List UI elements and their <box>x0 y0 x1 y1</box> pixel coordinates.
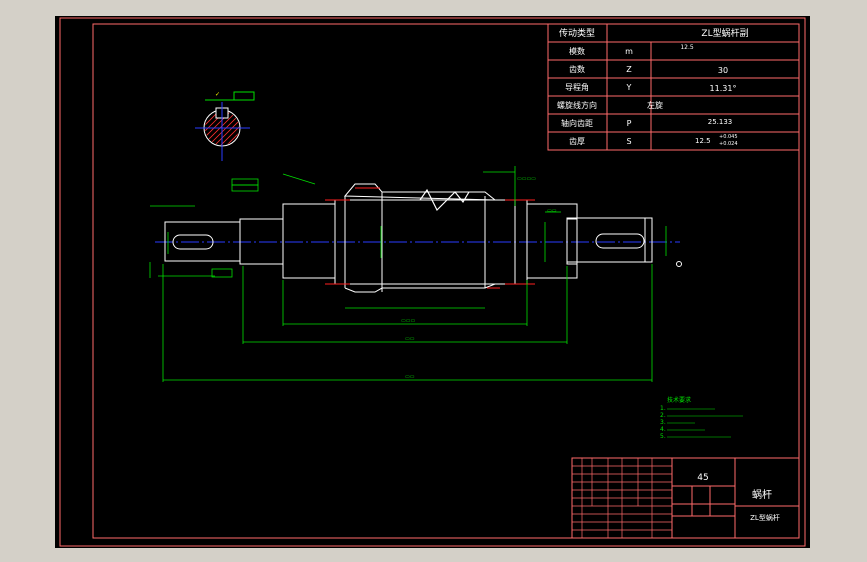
right-keyway <box>595 233 645 249</box>
worm-shaft-view <box>155 183 682 293</box>
tech-req-line-5: 5. <box>660 433 666 440</box>
svg-text:▭▭: ▭▭ <box>405 336 415 342</box>
param-value-lead-angle: 11.31° <box>710 84 737 93</box>
tech-req-line-1: 1. <box>660 405 666 412</box>
dimensions <box>149 166 667 382</box>
svg-text:▭▭: ▭▭ <box>547 208 557 214</box>
param-symbol-lead-angle: Y <box>626 83 632 92</box>
tech-req-line-2: 2. <box>660 412 666 419</box>
dimension-labels: ▭▭▭ ▭▭ ▭▭ ▭▭▭▭ ▭▭ <box>401 176 557 380</box>
param-value-pitch: 25.133 <box>708 118 733 126</box>
technical-requirements: 技术要求 1. 2. 3. 4. 5. <box>660 396 743 440</box>
material-label: 45 <box>697 473 708 483</box>
tech-req-line-4: 4. <box>660 426 666 433</box>
drawing-viewport[interactable]: 传动类型 ZL型蜗杆副 模数 m 12.5 齿数 Z 30 导程角 Y 11.3… <box>55 16 810 548</box>
param-value-teeth: 30 <box>718 66 728 75</box>
thickness-tolerance-lower: +0.024 <box>719 141 738 147</box>
tech-req-title: 技术要求 <box>667 396 691 404</box>
param-value-module: 12.5 <box>680 44 694 51</box>
param-label-module: 模数 <box>569 46 585 56</box>
thickness-tolerance-upper: +0.045 <box>719 134 738 140</box>
svg-text:▭▭▭▭: ▭▭▭▭ <box>517 176 536 182</box>
cad-drawing: 传动类型 ZL型蜗杆副 模数 m 12.5 齿数 Z 30 导程角 Y 11.3… <box>59 17 806 547</box>
shaft-outline <box>164 199 653 285</box>
param-label-pitch: 轴向齿距 <box>561 118 593 128</box>
section-view: ✓ <box>195 91 255 161</box>
param-symbol-pitch: P <box>627 119 632 128</box>
param-label-lead-angle: 导程角 <box>565 82 589 92</box>
param-symbol-module: m <box>625 47 633 56</box>
svg-text:▭▭▭: ▭▭▭ <box>401 318 415 324</box>
thread-profile <box>419 188 470 212</box>
param-value-thickness: 12.5 <box>695 137 711 145</box>
title-block: 45 蜗杆 ZL型蜗杆 <box>571 457 800 539</box>
svg-text:▭▭: ▭▭ <box>405 374 415 380</box>
roughness-mark: ✓ <box>215 91 220 98</box>
parameters-table: 传动类型 ZL型蜗杆副 模数 m 12.5 齿数 Z 30 导程角 Y 11.3… <box>547 23 800 151</box>
left-keyway <box>172 234 214 250</box>
param-value-helix: 左旋 <box>647 100 663 110</box>
param-label-teeth: 齿数 <box>569 64 585 74</box>
drawing-number: ZL型蜗杆 <box>750 513 780 522</box>
param-symbol-thickness: S <box>626 137 631 146</box>
param-label-helix: 螺旋线方向 <box>557 100 597 110</box>
table-header-value: ZL型蜗杆副 <box>701 27 748 39</box>
param-symbol-teeth: Z <box>626 65 632 74</box>
table-header-label: 传动类型 <box>559 27 595 39</box>
param-label-thickness: 齿厚 <box>569 137 585 146</box>
inner-frame <box>92 23 800 539</box>
outer-frame <box>59 17 806 547</box>
part-name: 蜗杆 <box>752 489 772 501</box>
tech-req-line-3: 3. <box>660 419 666 426</box>
